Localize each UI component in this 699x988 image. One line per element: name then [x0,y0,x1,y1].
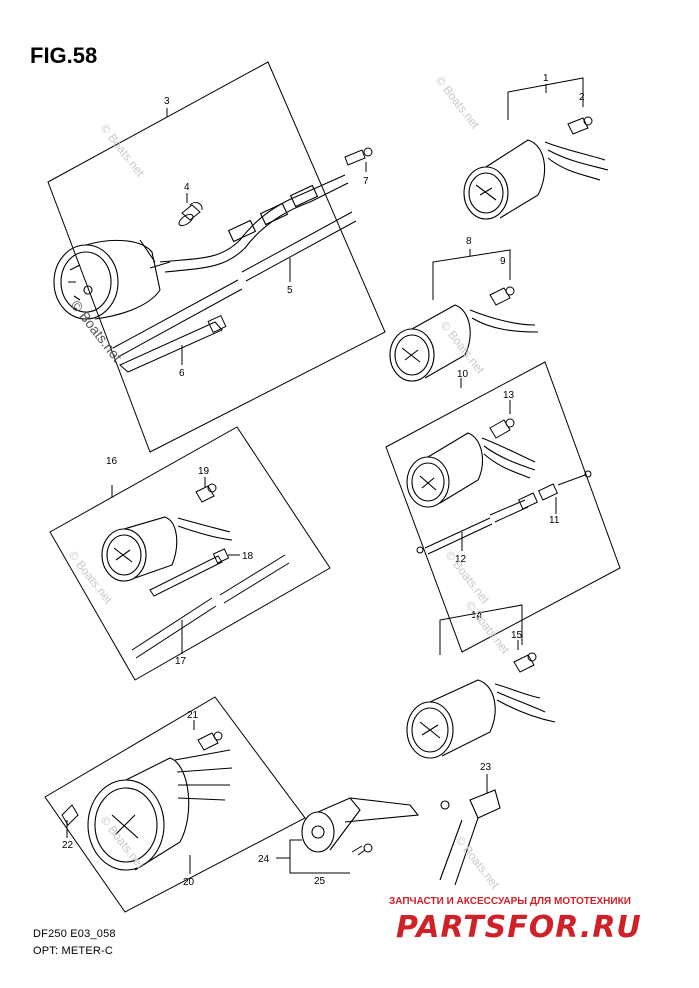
gauge-10 [406,432,536,508]
group-box-10 [385,361,621,653]
bulb-13 [489,418,515,439]
watermarks: © Boats.net © Boats.net © Boats.net © Bo… [66,73,513,892]
label-6: 6 [179,368,185,379]
gauge-3 [53,174,349,320]
tube-5 [112,211,357,358]
bulb-19 [195,483,217,503]
label-25: 25 [314,876,326,887]
promo-logo: PARTSFOR.RU [396,910,642,945]
tube-17 [131,554,290,659]
label-14: 14 [471,610,483,621]
screw-25 [351,843,373,856]
group-box-3 [47,61,386,453]
tie-6 [119,314,227,373]
bulb-9 [489,286,515,306]
leader-24 [289,839,350,874]
gauge-8 [389,304,539,382]
figure-name: OPT: METER-C [33,945,114,957]
part-labels: 1 2 3 4 5 6 7 8 9 10 11 12 13 14 15 16 1… [62,73,585,888]
label-1: 1 [543,73,549,84]
label-7: 7 [363,176,369,187]
leader-14 [439,604,523,655]
label-24: 24 [258,854,270,865]
label-15: 15 [511,630,523,641]
label-17: 17 [175,656,187,667]
label-16: 16 [106,456,118,467]
bulb-15 [513,652,537,673]
gauge-14 [406,679,556,759]
watermark-6: © Boats.net [443,548,493,607]
bulb-22 [61,804,79,826]
watermark-3: © Boats.net [433,73,483,132]
label-3: 3 [164,96,170,107]
label-23: 23 [480,762,492,773]
label-21: 21 [187,710,199,721]
bulb-2 [567,116,593,135]
leader-8 [432,249,511,300]
label-20: 20 [183,877,195,888]
figure-code: DF250 E03_058 [33,928,116,940]
bracket-23 [439,789,501,886]
tie-18 [149,548,230,597]
watermark-2: © Boats.net [68,297,126,365]
bulb-21 [197,731,223,751]
label-5: 5 [287,285,293,296]
figure-title: FIG.58 [30,43,98,68]
label-10: 10 [457,369,469,380]
label-19: 19 [198,466,210,477]
gauge-16 [101,516,233,582]
label-8: 8 [466,236,472,247]
harness-11 [489,470,592,523]
harness-12 [416,517,493,555]
group-box-16 [49,426,331,681]
label-9: 9 [500,256,506,267]
watermark-9: © Boats.net [453,833,503,892]
promo-text: ЗАПЧАСТИ И АКСЕССУАРЫ ДЛЯ МОТОТЕХНИКИ [389,896,631,907]
bulb-4 [178,202,203,227]
label-13: 13 [503,390,515,401]
label-11: 11 [549,515,560,526]
gauge-1 [463,139,609,220]
bulb-7 [344,147,373,166]
gauge-20 [87,749,233,871]
bracket-24 [301,797,420,853]
group-box-20 [44,696,306,913]
label-2: 2 [579,92,585,103]
watermark-5: © Boats.net [66,548,116,607]
label-22: 22 [62,840,74,851]
label-4: 4 [184,182,190,193]
label-18: 18 [242,551,254,562]
label-12: 12 [455,554,467,565]
